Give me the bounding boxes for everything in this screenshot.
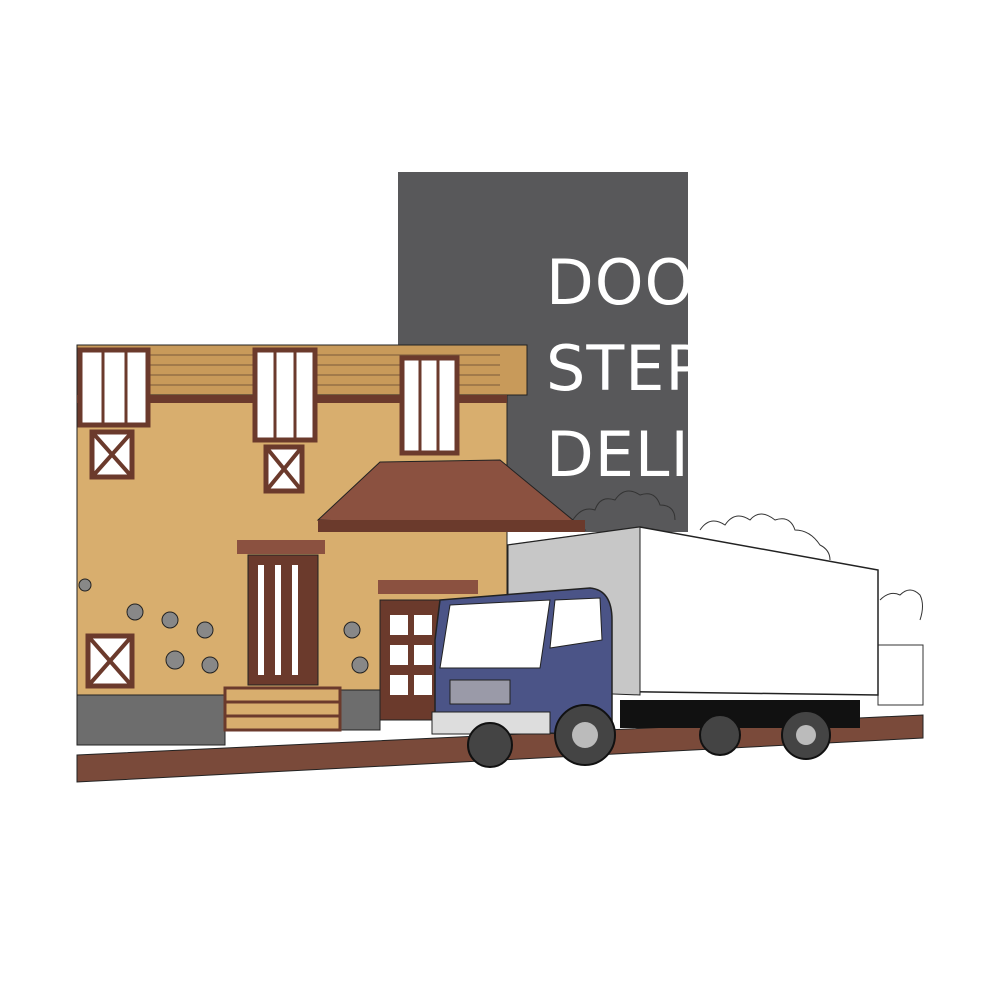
headline-line-2: STEP [546,332,688,405]
headline-line-1: DOO [546,246,688,319]
headline: DOO STEP DELI [546,240,688,498]
background-wall [877,644,924,706]
delivery-truck [431,526,879,768]
headline-line-3: DELI [546,418,688,491]
trees [569,490,923,621]
house [76,344,587,746]
